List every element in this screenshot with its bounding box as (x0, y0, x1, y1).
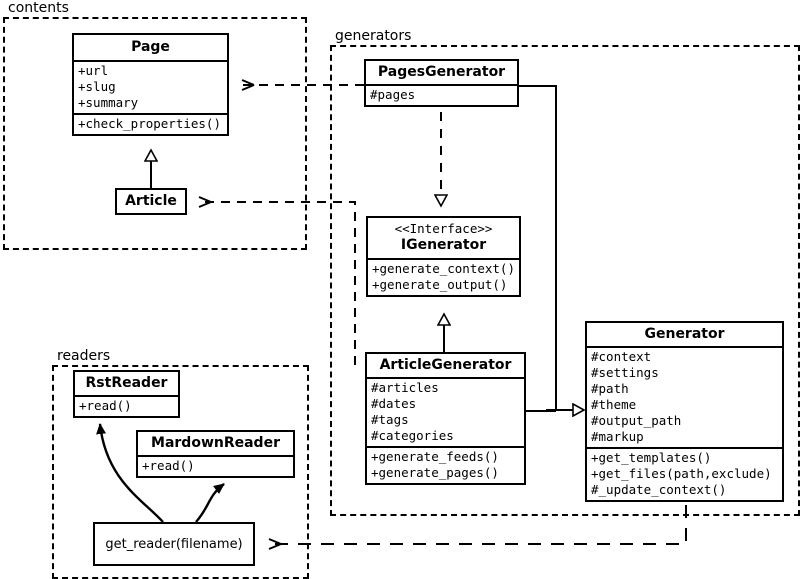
class-articlegenerator-attributes: #articles #dates #tags #categories (367, 377, 524, 446)
class-mardownreader[interactable]: MardownReader +read() (136, 430, 295, 478)
class-mardownreader-name: MardownReader (151, 435, 280, 451)
operation: +generate_feeds() (371, 449, 499, 464)
class-generator-attributes: #context #settings #path #theme #output_… (587, 346, 782, 447)
class-mardownreader-operations: +read() (138, 455, 293, 476)
class-page[interactable]: Page +url +slug +summary +check_properti… (72, 33, 229, 136)
operation: +generate_pages() (371, 465, 499, 480)
class-articlegenerator-name: ArticleGenerator (379, 357, 512, 373)
class-articlegenerator[interactable]: ArticleGenerator #articles #dates #tags … (365, 352, 526, 485)
package-generators-label: generators (333, 28, 414, 44)
attribute: #categories (371, 428, 454, 443)
attribute: #context (591, 349, 652, 364)
class-page-name: Page (131, 39, 170, 55)
class-rstreader-operations: +read() (75, 395, 178, 416)
class-igenerator-name-block: <<Interface>> IGenerator (368, 218, 519, 258)
package-readers-border (52, 365, 309, 579)
class-pagesgenerator[interactable]: PagesGenerator #pages (364, 59, 519, 107)
class-igenerator[interactable]: <<Interface>> IGenerator +generate_conte… (366, 216, 521, 297)
class-pagesgenerator-attributes: #pages (366, 84, 517, 105)
class-igenerator-name: IGenerator (400, 237, 487, 253)
package-readers (52, 365, 309, 579)
attribute: +summary (78, 95, 139, 110)
class-igenerator-operations: +generate_context() +generate_output() (368, 258, 519, 295)
operation: +read() (79, 398, 132, 413)
class-rstreader-name: RstReader (85, 375, 168, 391)
attribute: +slug (78, 79, 116, 94)
attribute: #tags (371, 412, 409, 427)
attribute: #articles (371, 380, 439, 395)
class-articlegenerator-operations: +generate_feeds() +generate_pages() (367, 446, 524, 483)
operation: +generate_context() (372, 261, 515, 276)
class-article[interactable]: Article (115, 188, 187, 215)
attribute: #dates (371, 396, 417, 411)
attribute: #settings (591, 365, 659, 380)
class-generator-operations: +get_templates() +get_files(path,exclude… (587, 447, 782, 500)
operation: +get_files(path,exclude) (591, 466, 772, 481)
attribute: +url (78, 63, 109, 78)
class-article-name: Article (125, 193, 177, 209)
class-igenerator-stereotype: <<Interface>> (394, 221, 493, 236)
package-readers-label: readers (55, 348, 113, 364)
operation: #_update_context() (591, 482, 727, 497)
package-contents-border (3, 17, 307, 250)
class-generator[interactable]: Generator #context #settings #path #them… (585, 321, 784, 502)
attribute: #markup (591, 429, 644, 444)
function-get-reader[interactable]: get_reader(filename) (93, 522, 255, 566)
package-contents (3, 17, 307, 250)
function-get-reader-label: get_reader(filename) (105, 536, 243, 552)
class-page-operations: +check_properties() (74, 113, 227, 134)
operation: +read() (142, 458, 195, 473)
attribute: #output_path (591, 413, 682, 428)
operation: +check_properties() (78, 116, 221, 131)
class-pagesgenerator-name: PagesGenerator (377, 64, 506, 80)
class-generator-name: Generator (644, 326, 725, 342)
attribute: #pages (370, 87, 416, 102)
operation: +get_templates() (591, 450, 712, 465)
attribute: #theme (591, 397, 637, 412)
class-page-attributes: +url +slug +summary (74, 60, 227, 113)
class-rstreader[interactable]: RstReader +read() (73, 370, 180, 418)
operation: +generate_output() (372, 277, 508, 292)
package-contents-label: contents (6, 0, 71, 16)
attribute: #path (591, 381, 629, 396)
